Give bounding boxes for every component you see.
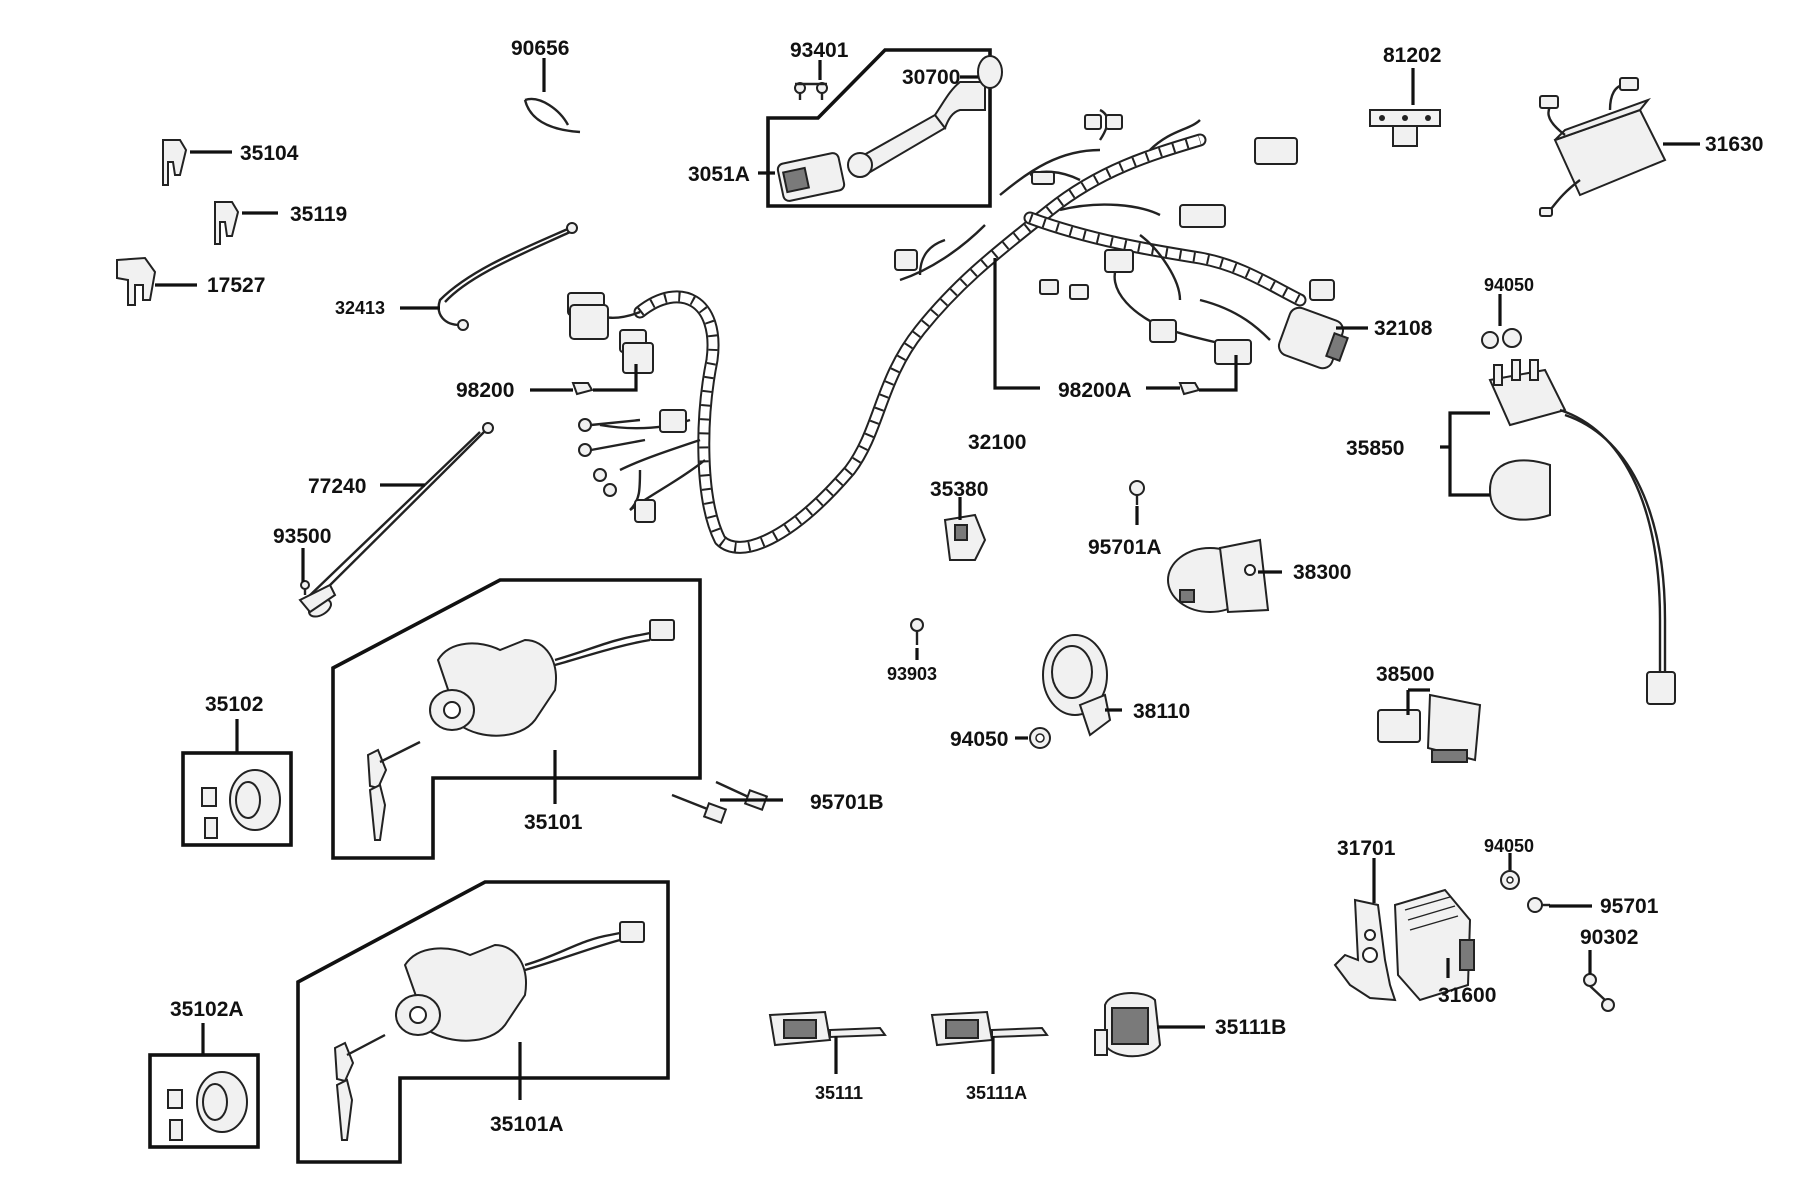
clip-90656 bbox=[523, 97, 581, 134]
label-95701B: 95701B bbox=[810, 791, 884, 814]
label-38300: 38300 bbox=[1293, 561, 1351, 584]
bolt-90302 bbox=[1583, 973, 1615, 1012]
label-93401: 93401 bbox=[790, 39, 849, 62]
label-38500: 38500 bbox=[1376, 663, 1434, 686]
label-81202: 81202 bbox=[1383, 44, 1441, 67]
label-90656: 90656 bbox=[511, 37, 569, 60]
key-35111B bbox=[1094, 992, 1162, 1058]
connector-98200 bbox=[571, 382, 594, 396]
nut-94050-mid bbox=[1029, 727, 1051, 749]
starter-relay-35850 bbox=[1488, 359, 1676, 705]
label-94050-mid: 94050 bbox=[950, 728, 1008, 751]
seat-lock-35102 bbox=[201, 769, 281, 839]
label-93903: 93903 bbox=[887, 664, 937, 684]
connector-35380 bbox=[943, 513, 987, 561]
nut-94050-top bbox=[1481, 328, 1522, 349]
label-30700: 30700 bbox=[902, 66, 960, 89]
label-32108: 32108 bbox=[1374, 317, 1433, 340]
bolt-95701 bbox=[1527, 897, 1550, 913]
ignition-coil bbox=[776, 55, 1003, 202]
label-32100: 32100 bbox=[968, 431, 1026, 454]
label-35111B: 35111B bbox=[1215, 1016, 1286, 1039]
label-35119: 35119 bbox=[290, 203, 347, 226]
ignition-switch-35101 bbox=[366, 619, 675, 841]
clip-35104 bbox=[162, 139, 188, 186]
label-94050-bottom: 94050 bbox=[1484, 836, 1534, 856]
label-35102: 35102 bbox=[205, 693, 263, 716]
cable-77240 bbox=[298, 422, 494, 618]
label-35380: 35380 bbox=[930, 478, 988, 501]
horn-38300 bbox=[1167, 538, 1270, 614]
bracket-81202 bbox=[1369, 109, 1441, 147]
starter-relay-harness-part bbox=[1277, 306, 1349, 370]
label-31701: 31701 bbox=[1337, 837, 1396, 860]
label-35101: 35101 bbox=[524, 811, 583, 834]
leader-lines bbox=[155, 58, 1700, 1100]
label-77240: 77240 bbox=[308, 475, 366, 498]
label-35111: 35111 bbox=[815, 1083, 863, 1103]
bolt-93401 bbox=[794, 82, 828, 100]
screw-93903 bbox=[910, 618, 924, 645]
part-labels: 90656 93401 30700 3051A 81202 31630 3510… bbox=[170, 37, 1763, 1136]
label-35111A: 35111A bbox=[966, 1083, 1027, 1103]
seat-lock-35102A bbox=[167, 1071, 248, 1141]
label-94050-top: 94050 bbox=[1484, 275, 1534, 295]
cable-32413 bbox=[437, 222, 578, 331]
label-38110: 38110 bbox=[1133, 700, 1190, 723]
key-35111A bbox=[930, 1010, 1049, 1047]
label-93500: 93500 bbox=[273, 525, 331, 548]
label-95701A: 95701A bbox=[1088, 536, 1162, 559]
clip-35119 bbox=[214, 201, 240, 245]
cdi-unit-31630 bbox=[1539, 77, 1667, 217]
label-31600: 31600 bbox=[1438, 984, 1496, 1007]
ignition-switch-35101A bbox=[333, 921, 645, 1141]
label-3051A: 3051A bbox=[688, 163, 750, 186]
clip-17527 bbox=[116, 256, 157, 306]
label-35850: 35850 bbox=[1346, 437, 1404, 460]
relay-38500 bbox=[1377, 693, 1482, 763]
label-90302: 90302 bbox=[1580, 926, 1638, 949]
key-35111 bbox=[768, 1010, 887, 1047]
main-wire-harness bbox=[567, 108, 1335, 554]
label-98200A: 98200A bbox=[1058, 379, 1132, 402]
label-17527: 17527 bbox=[207, 274, 265, 297]
ignition-coil-group-frame bbox=[766, 48, 992, 208]
label-98200: 98200 bbox=[456, 379, 514, 402]
label-32413: 32413 bbox=[335, 298, 385, 318]
label-95701: 95701 bbox=[1600, 895, 1659, 918]
screw-95701A bbox=[1129, 480, 1145, 505]
nut-94050-bottom bbox=[1500, 870, 1520, 890]
bolts-95701B bbox=[671, 780, 769, 824]
ignition-switch-set-frame bbox=[331, 578, 702, 860]
horn-38110 bbox=[1042, 634, 1112, 737]
regulator-31600 bbox=[1393, 888, 1475, 1002]
connector-98200A bbox=[1178, 382, 1201, 396]
ignition-switch-set-a-frame bbox=[296, 880, 670, 1164]
label-35102A: 35102A bbox=[170, 998, 244, 1021]
bolt-93500 bbox=[300, 580, 310, 595]
bracket-31701 bbox=[1333, 898, 1397, 1002]
label-35104: 35104 bbox=[240, 142, 299, 165]
label-35101A: 35101A bbox=[490, 1113, 564, 1136]
label-31630: 31630 bbox=[1705, 133, 1763, 156]
